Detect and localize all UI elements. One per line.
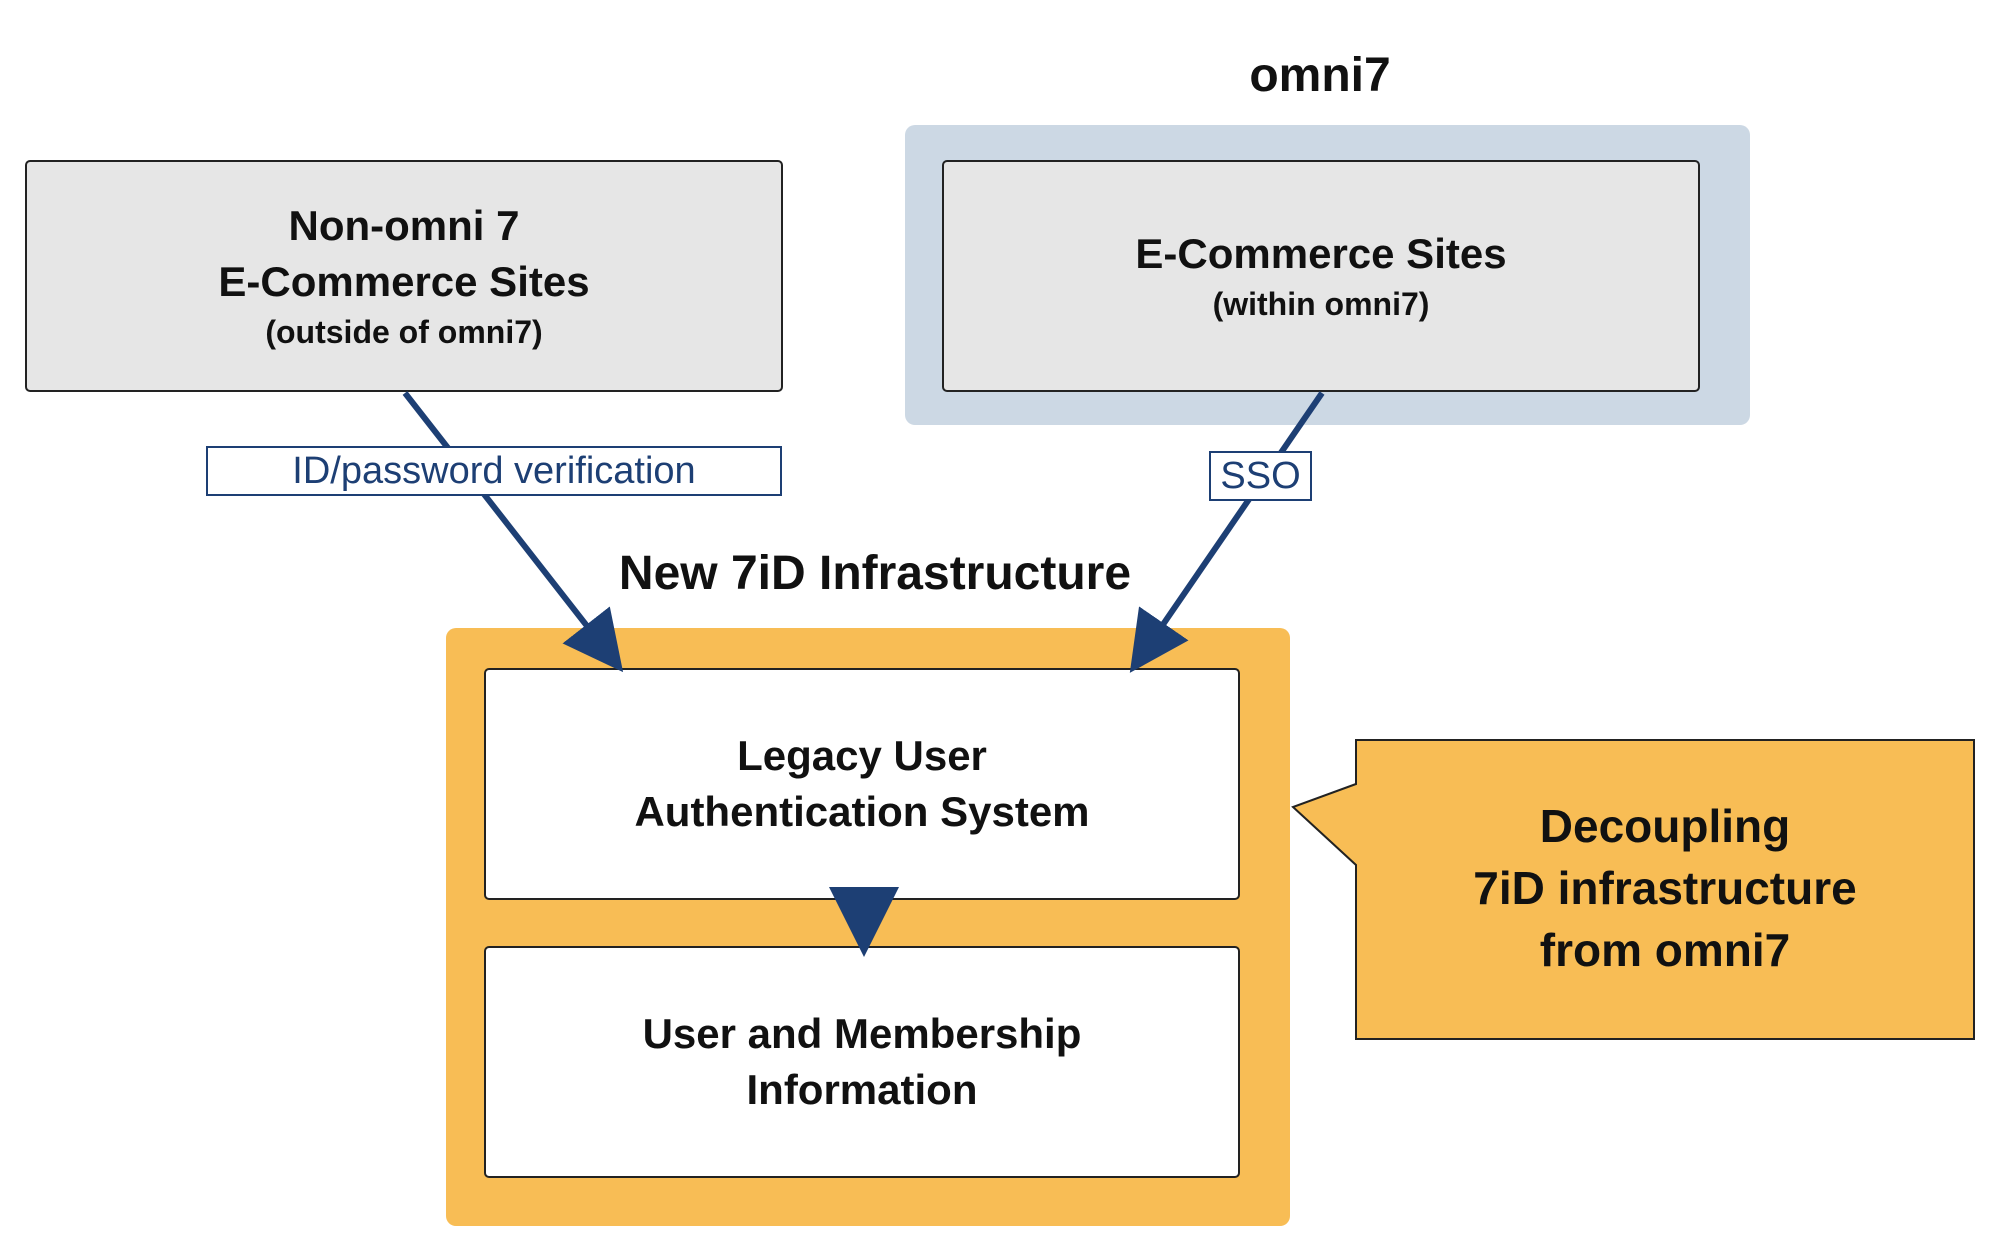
omni7-title: omni7 [1249, 49, 1391, 102]
non-omni-ecommerce-box: Non-omni 7 E-Commerce Sites (outside of … [25, 160, 783, 392]
arrow-id-password [402, 391, 624, 673]
omni7-ecommerce-subtitle: (within omni7) [1212, 286, 1430, 322]
callout-line3: from omni7 [1539, 924, 1791, 976]
non-omni-title-line2: E-Commerce Sites [218, 258, 590, 305]
arrow-sso [1129, 391, 1325, 673]
legacy-auth-line2: Authentication System [634, 788, 1090, 835]
callout-text: Decoupling 7iD infrastructure from omni7 [1356, 795, 1974, 981]
membership-line1: User and Membership [642, 1010, 1082, 1057]
non-omni-title-line1: Non-omni 7 [288, 202, 520, 249]
legacy-auth-box: Legacy User Authentication System [484, 668, 1240, 900]
callout-line1: Decoupling [1539, 800, 1791, 852]
omni7-ecommerce-title: E-Commerce Sites [1135, 230, 1507, 277]
id-password-label: ID/password verification [206, 446, 782, 496]
sso-label: SSO [1209, 451, 1312, 501]
membership-info-box: User and Membership Information [484, 946, 1240, 1178]
non-omni-subtitle: (outside of omni7) [265, 314, 543, 350]
membership-line2: Information [746, 1066, 978, 1113]
callout-shape [1291, 739, 1975, 1040]
callout-line2: 7iD infrastructure [1473, 862, 1857, 914]
infrastructure-title: New 7iD Infrastructure [618, 547, 1132, 600]
omni7-ecommerce-box: E-Commerce Sites (within omni7) [942, 160, 1700, 392]
legacy-auth-line1: Legacy User [737, 732, 987, 779]
